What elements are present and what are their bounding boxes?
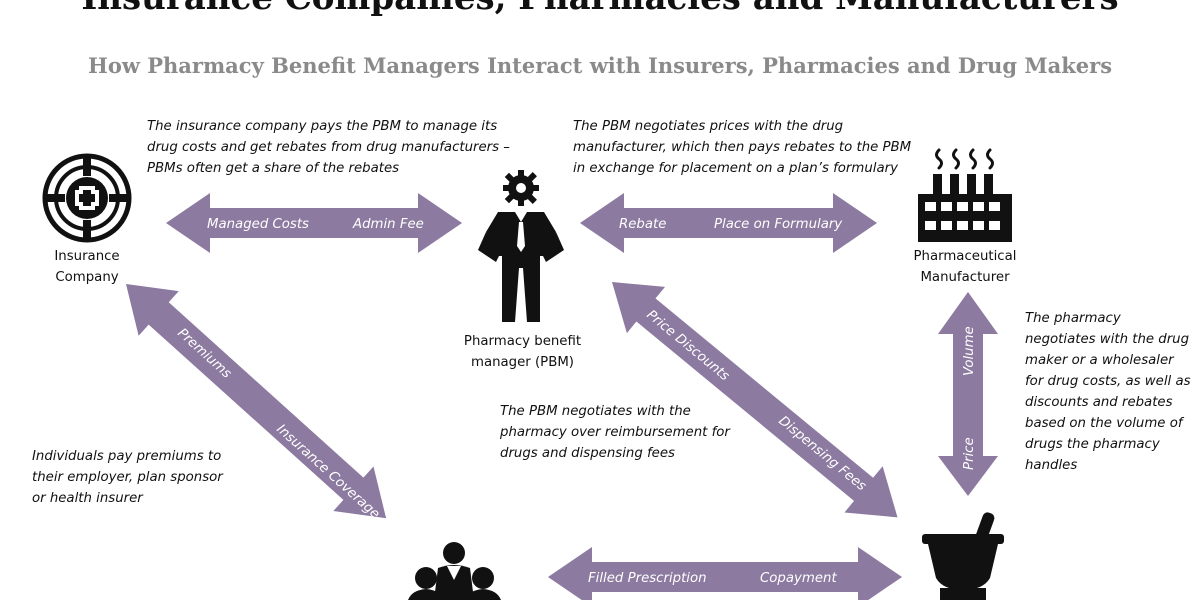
note-pbm-manufacturer: The PBM negotiates prices with the drug …	[573, 119, 912, 176]
insurance-shield-cross-icon	[42, 153, 132, 243]
arrow-label-rebate: Rebate	[619, 217, 666, 232]
arrow-label-copayment: Copayment	[760, 571, 837, 586]
arrow-insurer-pbm: Managed Costs Admin Fee	[166, 193, 462, 253]
arrow-label-managed-costs: Managed Costs	[207, 217, 309, 232]
pbm-label: Pharmacy benefit manager (PBM)	[463, 334, 582, 370]
note-insurer-pbm: The insurance company pays the PBM to ma…	[147, 119, 510, 176]
double-arrow-shape	[580, 193, 877, 253]
businessman-gear-icon	[478, 170, 564, 322]
arrow-label-price: Price	[962, 437, 977, 470]
people-group-icon	[408, 542, 501, 600]
factory-icon	[918, 148, 1012, 242]
arrow-label-filled-prescription: Filled Prescription	[588, 571, 707, 586]
diagram-subtitle: How Pharmacy Benefit Managers Interact w…	[87, 53, 1113, 78]
arrow-pbm-pharmacy: Price Discounts Dispensing Fees	[612, 282, 898, 518]
note-individuals: Individuals pay premiums to their employ…	[32, 449, 223, 506]
arrow-label-insurance-coverage: Insurance Coverage	[273, 422, 382, 522]
arrow-label-volume: Volume	[962, 326, 977, 376]
mortar-pestle-icon	[922, 512, 1004, 600]
arrow-label-dispensing-fees: Dispensing Fees	[775, 414, 868, 495]
arrow-label-place-on-formulary: Place on Formulary	[714, 217, 843, 232]
double-arrow-shape	[612, 282, 898, 518]
page-title-partial: Insurance Companies, Pharmacies and Manu…	[0, 0, 1200, 18]
arrow-label-price-discounts: Price Discounts	[643, 308, 731, 385]
arrow-label-admin-fee: Admin Fee	[352, 217, 424, 232]
double-arrow-shape	[166, 193, 462, 253]
arrow-manufacturer-pharmacy: Volume Price	[938, 292, 998, 496]
double-arrow-shape	[126, 284, 387, 519]
double-arrow-shape	[938, 292, 998, 496]
note-pharmacy-manufacturer: The pharmacy negotiates with the drug ma…	[1025, 311, 1191, 473]
note-pbm-pharmacy: The PBM negotiates with the pharmacy ove…	[500, 404, 730, 461]
arrow-pbm-manufacturer: Rebate Place on Formulary	[580, 193, 877, 253]
arrow-insurer-individuals: Premiums Insurance Coverage	[126, 284, 387, 522]
double-arrow-shape	[548, 547, 902, 600]
arrow-individuals-pharmacy: Filled Prescription Copayment	[548, 547, 902, 600]
manufacturer-label: Pharmaceutical Manufacturer	[913, 249, 1017, 285]
insurance-company-label: Insurance Company	[54, 249, 120, 285]
